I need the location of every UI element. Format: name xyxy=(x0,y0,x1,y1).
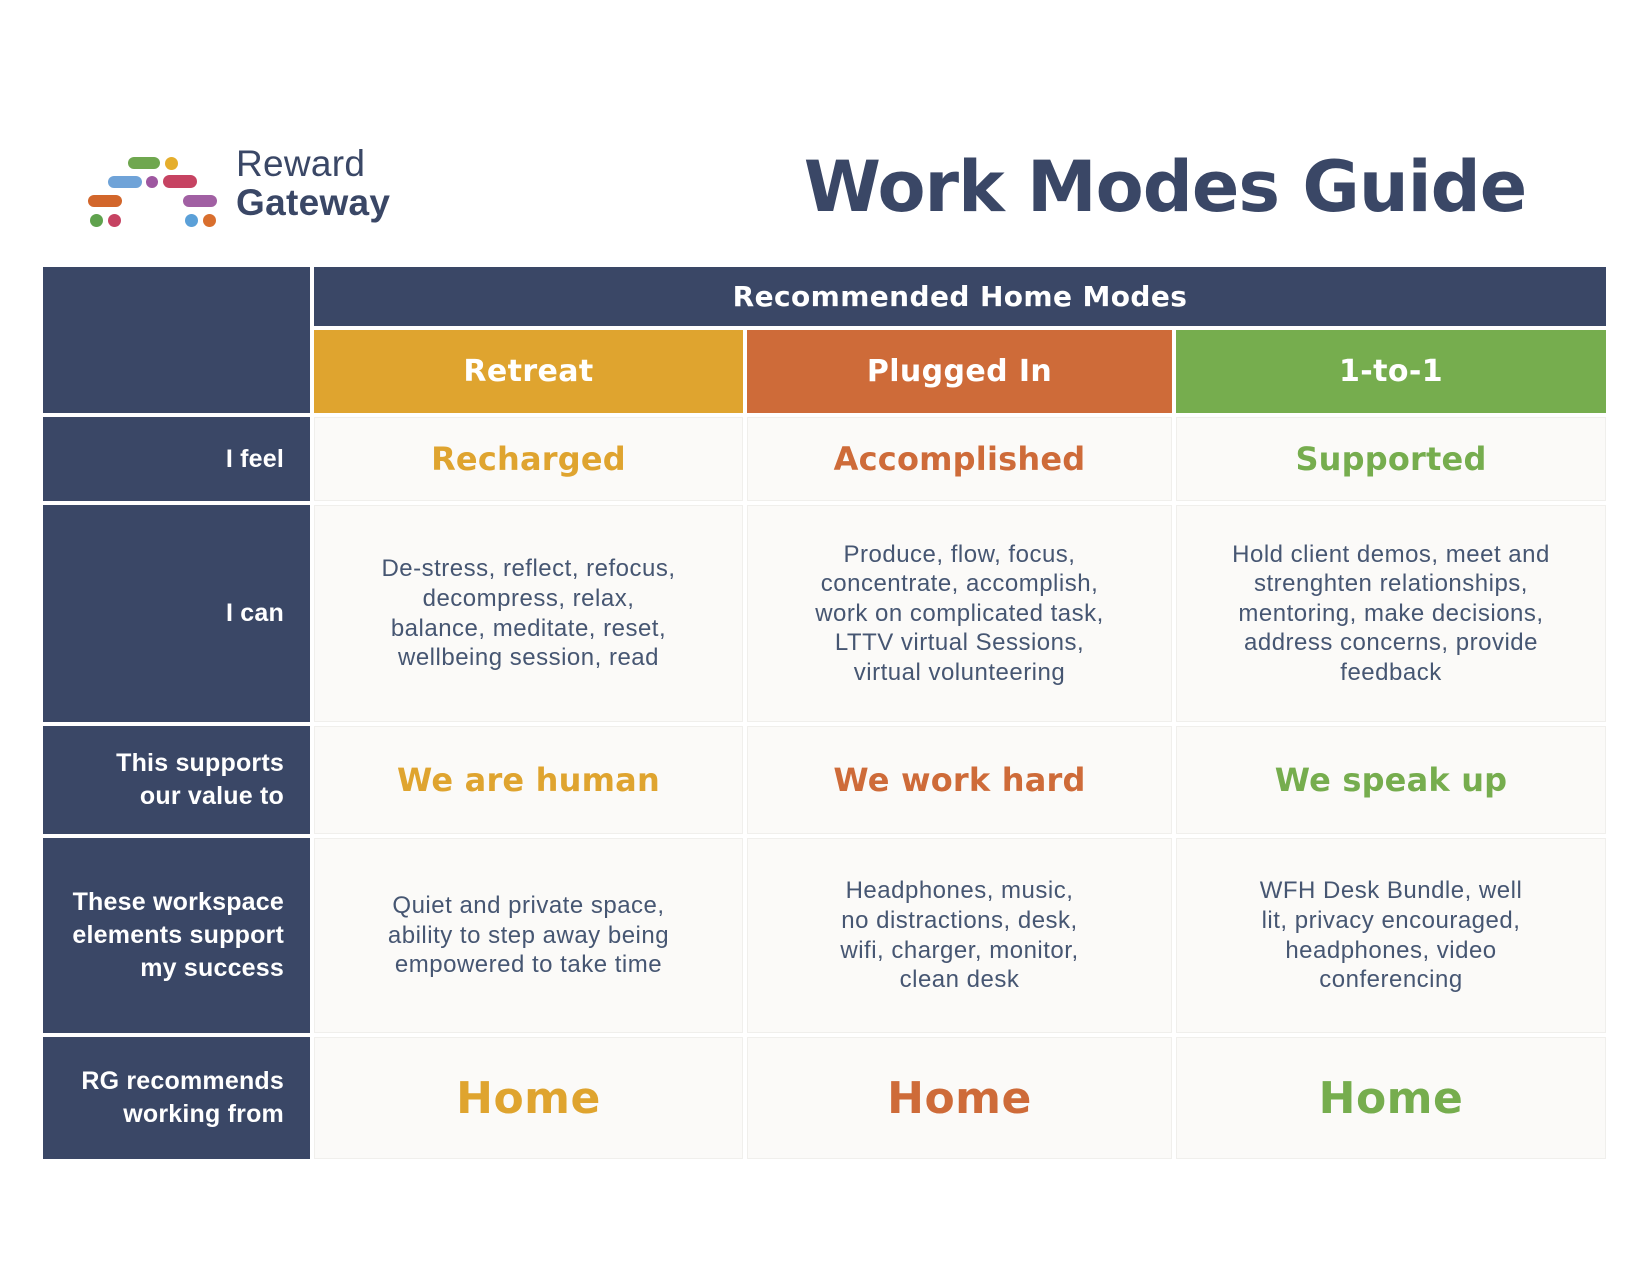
reward-gateway-logo-icon xyxy=(88,157,218,227)
column-header-plugged-in: Plugged In xyxy=(747,330,1172,413)
table-corner-block xyxy=(43,267,310,413)
page-title: Work Modes Guide xyxy=(803,146,1528,228)
row-label-rg-recommends: RG recommends working from xyxy=(43,1037,310,1159)
logo-purple-pill-icon xyxy=(183,195,217,207)
row-label-i-feel: I feel xyxy=(43,417,310,501)
logo-orange-pill-icon xyxy=(88,195,122,207)
logo-red-dot-icon xyxy=(108,214,121,227)
logo-green-pill-icon xyxy=(128,157,160,169)
logo-orange-dot-icon xyxy=(203,214,216,227)
logo-gold-dot-icon xyxy=(165,157,178,170)
logo-crimson-pill-icon xyxy=(163,175,197,188)
logo-blue-pill-icon xyxy=(108,176,142,188)
brand-name: Reward Gateway xyxy=(236,144,390,222)
logo-blue-dot-icon xyxy=(185,214,198,227)
cell-retreat-workspace: Quiet and private space, ability to step… xyxy=(314,838,743,1033)
cell-plugged-in-value: We work hard xyxy=(747,726,1172,834)
column-header-1-to-1: 1-to-1 xyxy=(1176,330,1606,413)
cell-retreat-i-feel: Recharged xyxy=(314,417,743,501)
logo-green-dot-icon xyxy=(90,214,103,227)
cell-plugged-in-i-can: Produce, flow, focus, concentrate, accom… xyxy=(747,505,1172,722)
cell-plugged-in-home: Home xyxy=(747,1037,1172,1159)
row-label-i-can: I can xyxy=(43,505,310,722)
brand-name-line2: Gateway xyxy=(236,182,391,223)
group-header-recommended-home-modes: Recommended Home Modes xyxy=(314,267,1606,326)
cell-1-to-1-home: Home xyxy=(1176,1037,1606,1159)
cell-1-to-1-value: We speak up xyxy=(1176,726,1606,834)
cell-1-to-1-workspace: WFH Desk Bundle, well lit, privacy encou… xyxy=(1176,838,1606,1033)
work-modes-table: Recommended Home Modes Retreat Plugged I… xyxy=(43,267,1606,1159)
brand-name-line1: Reward xyxy=(236,143,366,184)
cell-1-to-1-i-feel: Supported xyxy=(1176,417,1606,501)
row-label-supports-value: This supports our value to xyxy=(43,726,310,834)
column-header-retreat: Retreat xyxy=(314,330,743,413)
cell-retreat-i-can: De-stress, reflect, refocus, decompress,… xyxy=(314,505,743,722)
cell-retreat-value: We are human xyxy=(314,726,743,834)
cell-plugged-in-workspace: Headphones, music, no distractions, desk… xyxy=(747,838,1172,1033)
logo-purple-dot-icon xyxy=(146,176,158,188)
row-label-workspace-elements: These workspace elements support my succ… xyxy=(43,838,310,1033)
cell-retreat-home: Home xyxy=(314,1037,743,1159)
cell-plugged-in-i-feel: Accomplished xyxy=(747,417,1172,501)
cell-1-to-1-i-can: Hold client demos, meet and strenghten r… xyxy=(1176,505,1606,722)
